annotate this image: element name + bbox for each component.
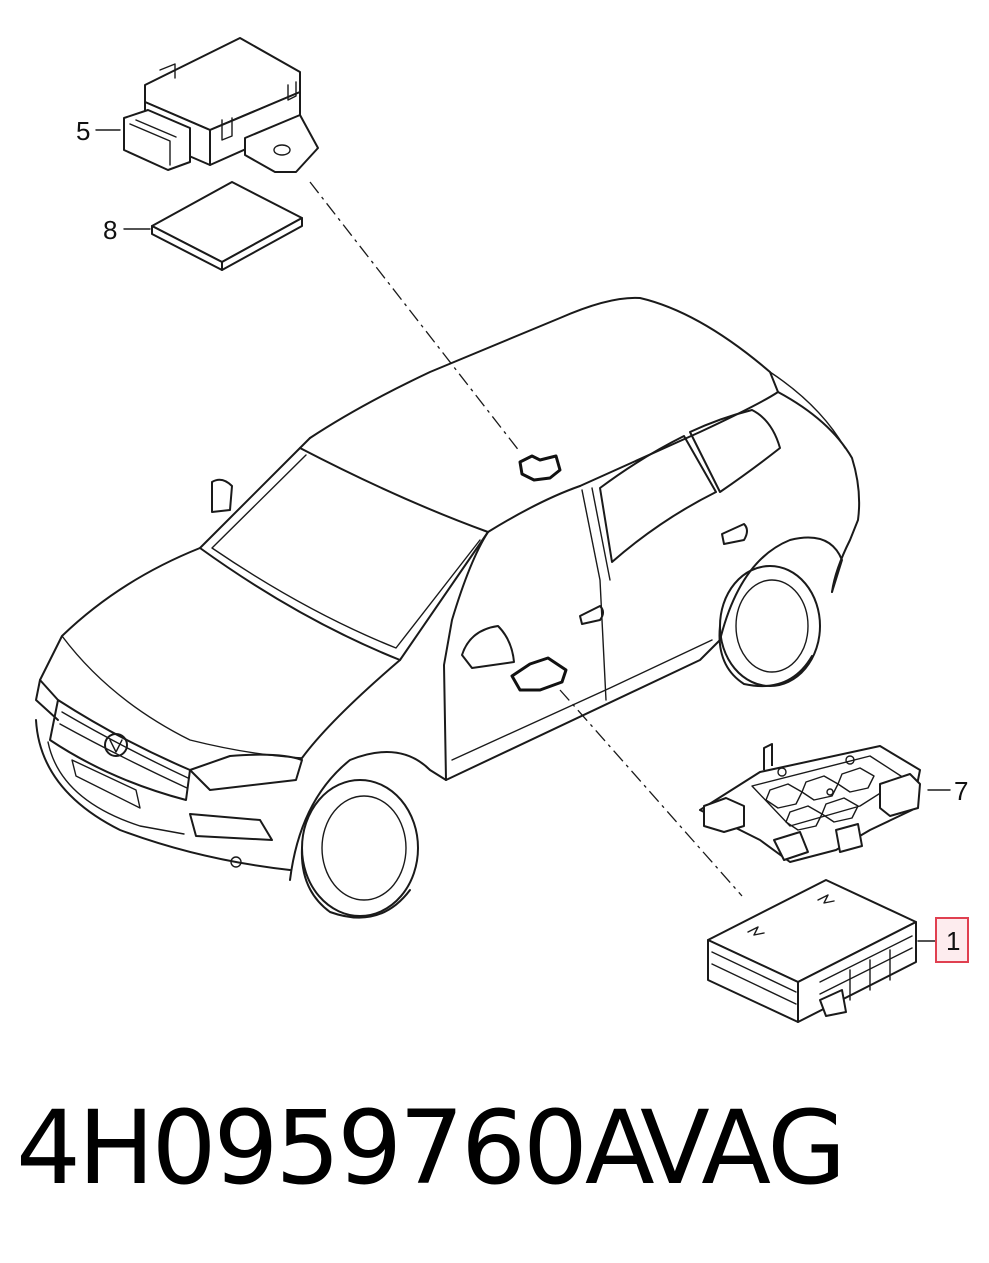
maker-caption: VAG xyxy=(640,1089,846,1208)
callout-8: 8 xyxy=(103,215,117,245)
pad-8-icon[interactable] xyxy=(151,181,303,271)
callout-5: 5 xyxy=(76,116,90,146)
locator-line-1 xyxy=(559,689,743,897)
vehicle-suv-icon xyxy=(35,296,861,919)
callout-7: 7 xyxy=(954,776,968,806)
bracket-7-icon[interactable] xyxy=(699,743,921,863)
part-number-caption: 4H0959760A xyxy=(16,1089,655,1208)
callout-1: 1 xyxy=(946,926,960,956)
callout-1-highlight-box[interactable] xyxy=(935,917,969,963)
locator-line-5 xyxy=(309,181,521,453)
control-unit-1-icon[interactable] xyxy=(707,879,917,1023)
module-5-icon[interactable] xyxy=(123,37,319,173)
